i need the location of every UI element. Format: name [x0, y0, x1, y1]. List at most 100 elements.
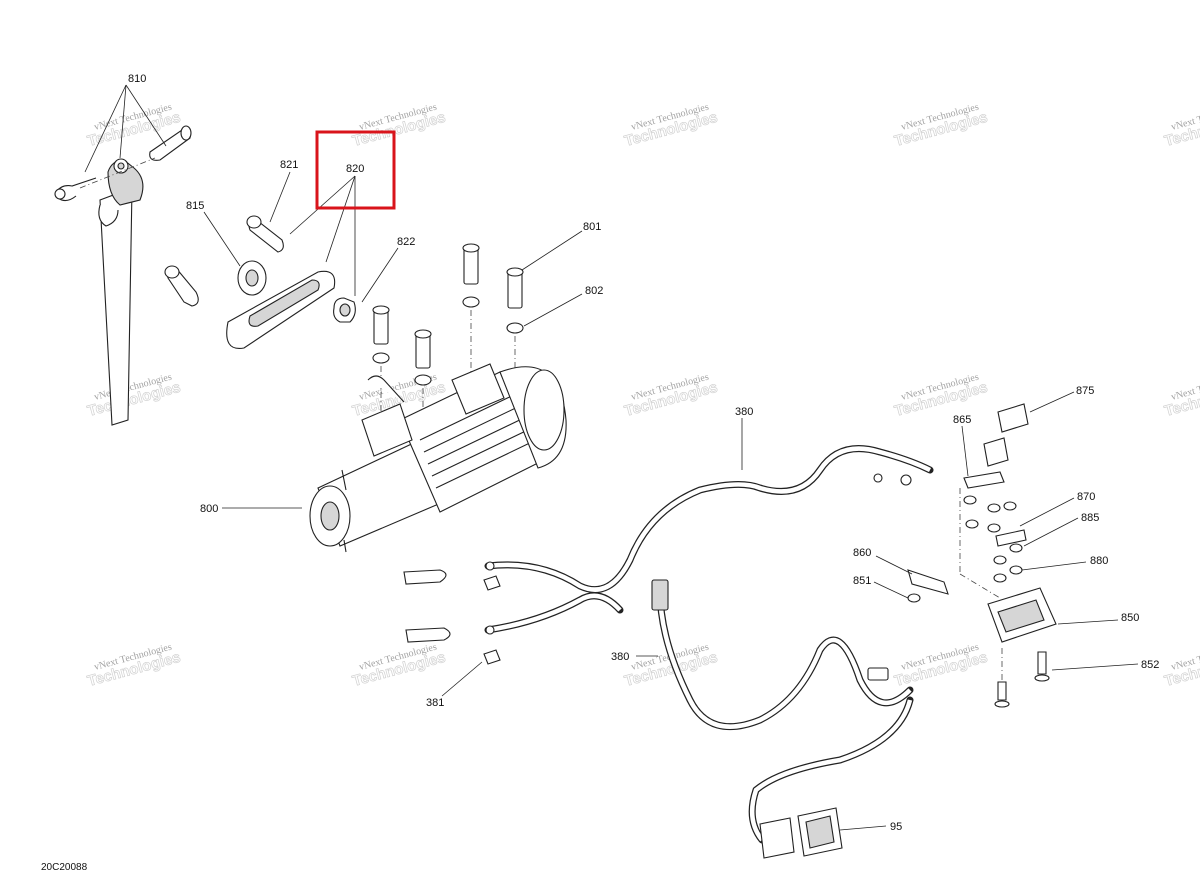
- terminal-boot: [405, 627, 451, 643]
- bolt-head: [372, 305, 390, 315]
- winch-switch[interactable]: [759, 807, 843, 859]
- winch-tie-bar-left: [361, 403, 413, 457]
- ring-terminal: [485, 625, 495, 635]
- terminal-nut: [483, 575, 501, 591]
- terminal-nut-381: [483, 649, 501, 665]
- harness-connector: [867, 667, 889, 681]
- watermark: vNext Technologies Technologies: [350, 102, 447, 151]
- winch-tie-bar-top: [451, 363, 505, 415]
- gearbox-cover: [523, 369, 565, 451]
- callout-851[interactable]: 851: [853, 575, 871, 587]
- washer-885: [1009, 543, 1023, 553]
- lock-washer: [414, 374, 432, 386]
- callout-820[interactable]: 820: [346, 163, 364, 175]
- wiring-harness[interactable]: [403, 445, 934, 844]
- lock-washer-802: [506, 322, 524, 334]
- mounting-bolt: [463, 247, 479, 285]
- hook-strap-assembly[interactable]: [54, 125, 192, 426]
- watermark: vNext Technologies Technologies: [85, 642, 182, 691]
- mounting-bolt-801: [507, 271, 523, 309]
- switch-connector: [759, 817, 795, 859]
- mounting-bolt: [373, 309, 389, 345]
- bolt-head: [506, 267, 524, 277]
- bolt-head: [462, 243, 480, 253]
- watermark: vNext Technologies Technologies: [85, 372, 182, 421]
- relay-875: [997, 403, 1029, 433]
- callout-880[interactable]: 880: [1090, 555, 1108, 567]
- callout-380[interactable]: 380: [735, 406, 753, 418]
- rocker-switch-face: [805, 815, 835, 849]
- washer: [1003, 501, 1017, 511]
- callout-860[interactable]: 860: [853, 547, 871, 559]
- strap-loop: [98, 204, 119, 227]
- nut: [993, 573, 1007, 583]
- callout-821[interactable]: 821: [280, 159, 298, 171]
- motor-terminal: [341, 469, 347, 491]
- callout-800[interactable]: 800: [200, 503, 218, 515]
- callout-865[interactable]: 865: [953, 414, 971, 426]
- nut-851: [907, 593, 921, 603]
- callout-95[interactable]: 95: [890, 821, 902, 833]
- callout-885[interactable]: 885: [1081, 512, 1099, 524]
- bracket-865: [963, 471, 1005, 489]
- watermark: vNext Technologies Technologies: [1162, 372, 1200, 421]
- callout-850[interactable]: 850: [1121, 612, 1139, 624]
- bolt-head: [246, 215, 262, 229]
- contactor-face: [997, 599, 1045, 633]
- motor-end-cap-center: [320, 501, 340, 531]
- winch-assembly[interactable]: [309, 363, 567, 553]
- ring-terminal: [485, 561, 495, 571]
- washer: [965, 519, 979, 529]
- screw-852: [1037, 651, 1047, 675]
- contactor-assembly[interactable]: [907, 403, 1057, 708]
- winch-clutch-lever: [367, 375, 405, 403]
- watermark: vNext Technologies Technologies: [1162, 102, 1200, 151]
- lock-washer: [462, 296, 480, 308]
- fairlead-slot: [248, 279, 320, 327]
- bracket-870: [995, 529, 1027, 547]
- nut-880: [1009, 565, 1023, 575]
- clevis-pin-head: [180, 125, 192, 141]
- watermark: vNext Technologies Technologies: [892, 102, 989, 151]
- callout-802[interactable]: 802: [585, 285, 603, 297]
- fairlead-assembly[interactable]: [164, 215, 356, 350]
- terminal-boot: [403, 569, 447, 585]
- bolt-head: [414, 329, 432, 339]
- ring-terminal: [900, 474, 912, 486]
- callout-810[interactable]: 810: [128, 73, 146, 85]
- lock-nut: [963, 495, 977, 505]
- callout-875[interactable]: 875: [1076, 385, 1094, 397]
- watermark: vNext Technologies Technologies: [350, 642, 447, 691]
- washer: [993, 555, 1007, 565]
- bracket-860: [907, 569, 949, 595]
- watermark: vNext Technologies Technologies: [892, 642, 989, 691]
- callout-380[interactable]: 380: [611, 651, 629, 663]
- highlight-box: [315, 130, 396, 210]
- mounting-bolt: [415, 333, 431, 369]
- watermark: vNext Technologies Technologies: [1162, 642, 1200, 691]
- watermark: vNext Technologies Technologies: [622, 102, 719, 151]
- cotter-pin-ring: [54, 188, 66, 200]
- callout-852[interactable]: 852: [1141, 659, 1159, 671]
- ring-terminal: [873, 473, 883, 483]
- mounting-bolts[interactable]: [372, 243, 524, 420]
- screw-head: [994, 700, 1010, 708]
- watermark: vNext Technologies Technologies: [622, 372, 719, 421]
- callout-labels: 810 821 820 815 822 801 802 800 380 875 …: [128, 73, 1159, 833]
- callout-381[interactable]: 381: [426, 697, 444, 709]
- callout-801[interactable]: 801: [583, 221, 601, 233]
- relay: [983, 437, 1009, 467]
- callout-822[interactable]: 822: [397, 236, 415, 248]
- diagram-id: 20C20088: [41, 862, 88, 873]
- nut-hole: [339, 303, 351, 317]
- callout-815[interactable]: 815: [186, 200, 204, 212]
- motor-terminal: [343, 539, 347, 553]
- hook-pulley-hub: [117, 162, 125, 170]
- bolt-head: [164, 265, 180, 279]
- lock-washer: [372, 352, 390, 364]
- drum-cable-wraps: [419, 391, 537, 489]
- washer: [987, 523, 1001, 533]
- callout-870[interactable]: 870: [1077, 491, 1095, 503]
